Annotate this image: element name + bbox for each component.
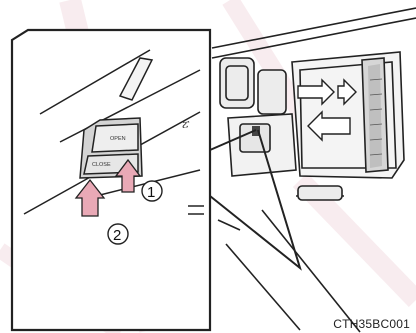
ceiling-scene — [212, 8, 416, 332]
callout-2: 2 — [108, 224, 128, 244]
callout-1-label: 1 — [147, 184, 155, 201]
callout-1: 1 — [142, 181, 162, 201]
zoom-panel — [12, 30, 210, 330]
figure-code: CTH35BC001 — [333, 317, 410, 331]
switch-close-label: CLOSE — [92, 162, 111, 168]
switch-open-label: OPEN — [110, 136, 126, 142]
svg-text:ፘ: ፘ — [182, 119, 190, 131]
callout-2-label: 2 — [113, 227, 121, 244]
